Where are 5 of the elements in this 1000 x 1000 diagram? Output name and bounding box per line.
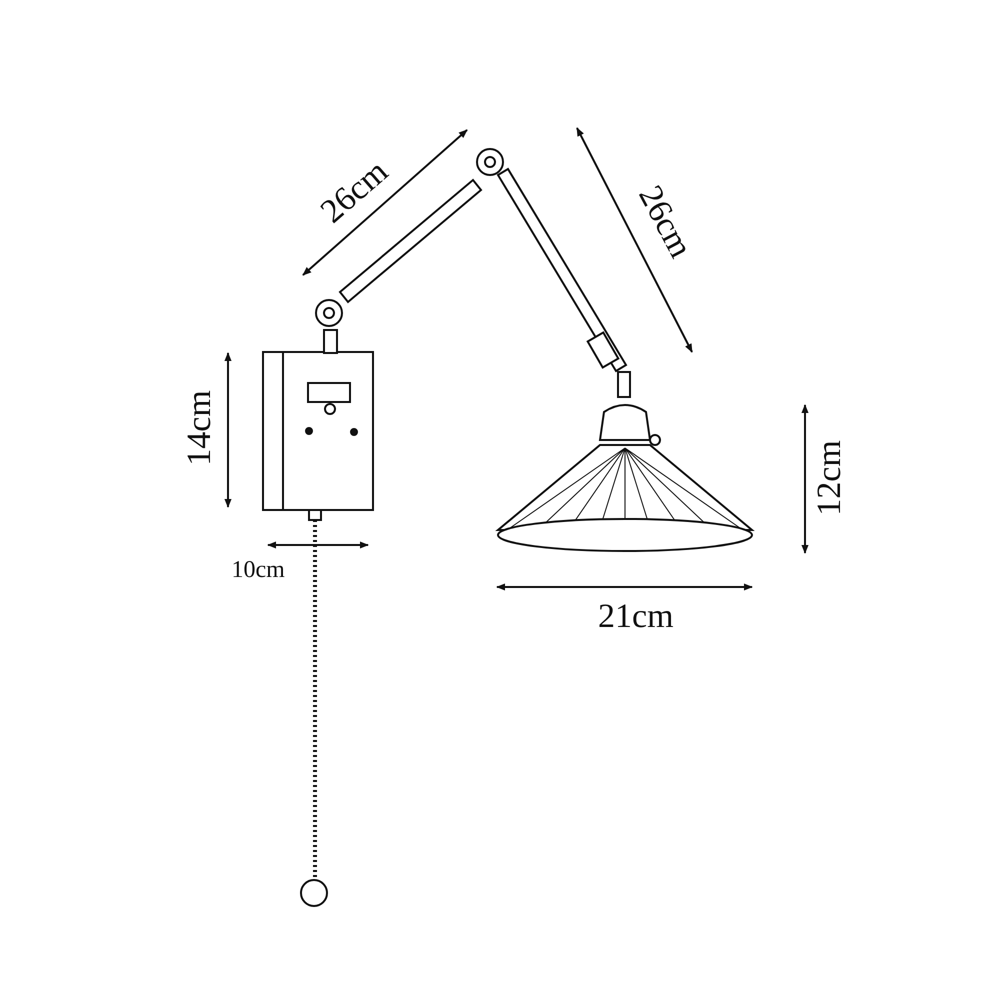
dimension-label: 10cm xyxy=(232,558,285,582)
dimension-label: 26cm xyxy=(632,180,698,264)
dimension-label: 12cm xyxy=(812,440,847,516)
dimension-label: 21cm xyxy=(598,600,674,634)
dimension-label: 14cm xyxy=(182,390,217,466)
